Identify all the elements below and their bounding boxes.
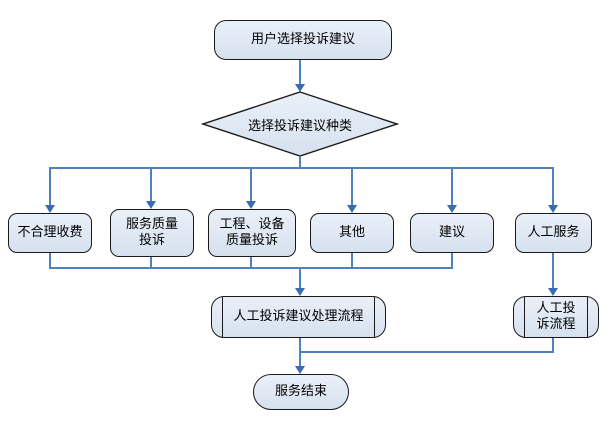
connector-branch-6	[552, 167, 554, 206]
connector-branch-3	[250, 167, 252, 202]
arrowhead-branch-3	[246, 201, 256, 209]
connector-into-main-process	[299, 267, 301, 288]
connector-branch-2	[150, 167, 152, 202]
connector-branch-5	[451, 167, 453, 206]
node-branch-engineering-equipment: 工程、设备 质量投诉	[208, 209, 296, 257]
arrowhead-into-manual-process	[548, 288, 558, 296]
arrowhead-into-end	[295, 366, 305, 374]
connector-start-decision	[299, 60, 301, 84]
connector-merge-3	[250, 257, 252, 269]
connector-decision-stub	[299, 156, 301, 169]
node-branch-manual-service: 人工服务	[515, 213, 592, 253]
arrowhead-branch-5	[447, 205, 457, 213]
connector-merge-1	[49, 253, 51, 269]
connector-merge-2	[150, 257, 152, 269]
connector-main-process-down	[299, 338, 301, 353]
arrowhead-into-main-process	[295, 288, 305, 296]
node-end-terminator: 服务结束	[253, 374, 349, 410]
merge-line	[49, 267, 453, 269]
arrowhead-branch-2	[146, 201, 156, 209]
connector-into-manual-process	[552, 253, 554, 288]
connector-branch-4	[351, 167, 353, 206]
node-branch-service-quality: 服务质量 投诉	[110, 209, 194, 257]
connector-manual-process-down	[552, 338, 554, 353]
node-branch-suggestion: 建议	[410, 213, 494, 253]
arrowhead-into-decision	[295, 84, 305, 92]
node-process-manual: 人工投 诉流程	[513, 296, 599, 338]
connector-into-end	[299, 351, 301, 366]
bottom-merge-line	[299, 351, 554, 353]
fanout-line	[49, 167, 554, 169]
arrowhead-branch-6	[548, 205, 558, 213]
connector-merge-4	[351, 253, 353, 269]
decision-label: 选择投诉建议种类	[247, 118, 352, 134]
connector-branch-1	[49, 167, 51, 206]
connector-merge-5	[451, 253, 453, 269]
node-start-terminator: 用户选择投诉建议	[214, 20, 392, 60]
node-decision-diamond: 选择投诉建议种类	[201, 91, 399, 157]
node-branch-other: 其他	[310, 213, 394, 253]
arrowhead-branch-1	[45, 205, 55, 213]
node-process-main: 人工投诉建议处理流程	[211, 296, 386, 338]
node-branch-unreasonable-fees: 不合理收费	[8, 213, 92, 253]
arrowhead-branch-4	[347, 205, 357, 213]
